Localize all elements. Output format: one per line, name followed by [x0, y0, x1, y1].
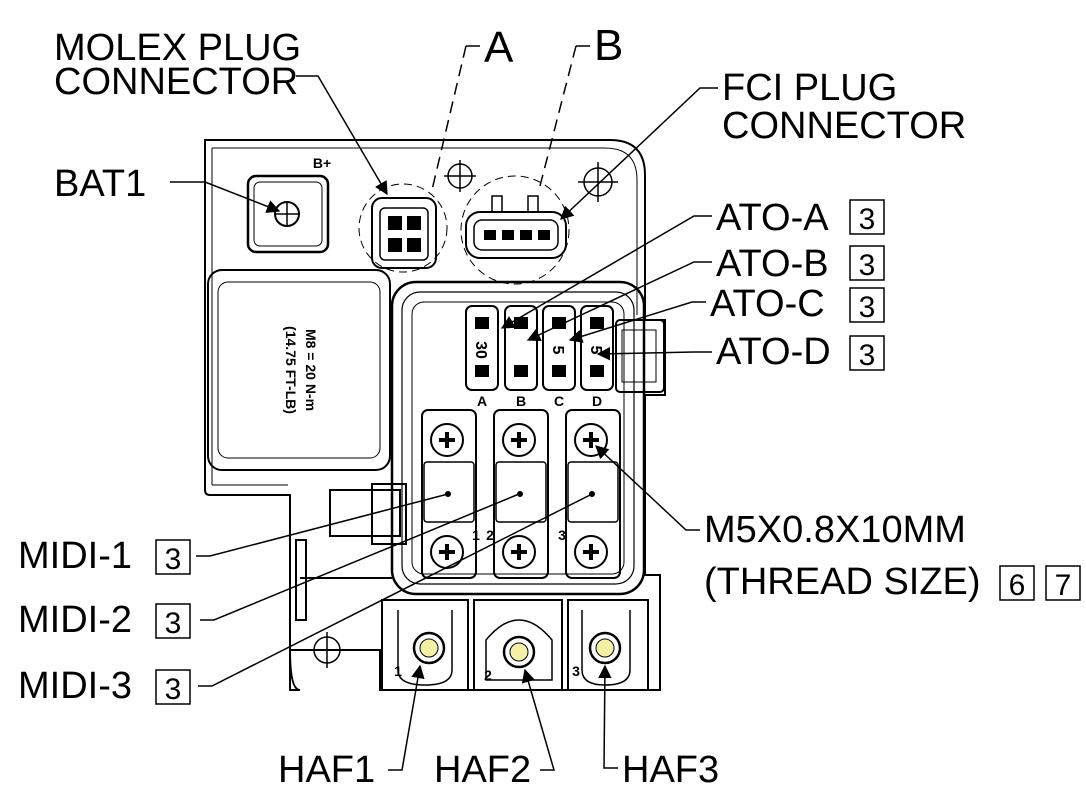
flag-ato-c: 3 [859, 291, 876, 324]
midi-2-label: MIDI-2 [18, 599, 132, 641]
fci-connector [460, 175, 570, 285]
midi-dots [445, 491, 595, 497]
haf-num-1: 1 [394, 663, 402, 679]
haf-num-3: 3 [572, 663, 580, 679]
fuse-a-rating: 30 [472, 341, 489, 359]
bat1-label: BAT1 [54, 163, 146, 205]
flag-thread-6: 6 [1009, 569, 1026, 602]
midi-num-3: 3 [558, 527, 566, 543]
molex-connector [358, 183, 448, 273]
flag-midi-3: 3 [165, 673, 182, 706]
flag-ato-d: 3 [859, 339, 876, 372]
midi-1-label: MIDI-1 [18, 535, 132, 577]
haf-position-marks: 1 2 3 [394, 663, 580, 683]
thread-label-line1: M5X0.8X10MM [704, 509, 966, 551]
torque-spec-line1: M8 = 20 N-m [303, 329, 319, 411]
ato-d-label: ATO-D [716, 331, 831, 373]
molex-label-line1: MOLEX PLUG [54, 27, 301, 69]
leader-lines [170, 45, 718, 771]
midi-3-label: MIDI-3 [18, 665, 132, 707]
callout-labels: MOLEX PLUG CONNECTOR A B FCI PLUG CONNEC… [18, 21, 981, 791]
fci-label-line2: CONNECTOR [722, 105, 966, 147]
ato-c-label: ATO-C [710, 283, 825, 325]
ato-fuse-ratings: 30 5 5 A B C D [472, 341, 604, 409]
thread-label-line2: (THREAD SIZE) [704, 561, 981, 603]
bat-polarity-mark: B+ [313, 155, 331, 171]
slot-a-mark: A [477, 393, 487, 409]
screw-heads [430, 423, 608, 569]
flag-midi-2: 3 [165, 607, 182, 640]
midi-num-2: 2 [486, 527, 494, 543]
note-flags: 3 3 3 3 3 3 3 6 7 [155, 199, 1081, 706]
ato-fuses [465, 305, 614, 391]
haf1-label: HAF1 [278, 749, 375, 787]
haf-terminals [381, 599, 649, 691]
fuse-d-rating: 5 [587, 346, 604, 355]
slot-b-mark: B [516, 393, 526, 409]
haf3-label: HAF3 [622, 749, 719, 787]
slot-d-mark: D [592, 393, 602, 409]
bat1-terminal: B+ [246, 155, 331, 254]
mounting-holes [309, 160, 618, 668]
flag-ato-b: 3 [859, 249, 876, 282]
screw-crosses [439, 432, 599, 560]
midi-fuses [421, 409, 621, 579]
housing-outline [204, 139, 666, 691]
ato-b-label: ATO-B [716, 243, 829, 285]
fci-label-line1: FCI PLUG [722, 67, 897, 109]
view-b-label: B [594, 21, 623, 70]
fuse-cavity [390, 280, 665, 596]
torque-plate: M8 = 20 N-m (14.75 FT-LB) [207, 269, 391, 471]
torque-spec-line2: (14.75 FT-LB) [283, 326, 299, 414]
haf2-label: HAF2 [434, 749, 531, 787]
flag-midi-1: 3 [165, 543, 182, 576]
ato-a-label: ATO-A [716, 197, 829, 239]
fuse-c-rating: 5 [549, 346, 566, 355]
slot-c-mark: C [554, 393, 564, 409]
haf-num-2: 2 [484, 667, 492, 683]
midi-num-1: 1 [472, 527, 480, 543]
flag-thread-7: 7 [1055, 569, 1072, 602]
flag-ato-a: 3 [859, 203, 876, 236]
molex-label-line2: CONNECTOR [54, 61, 298, 103]
view-a-label: A [484, 23, 514, 72]
midi-position-marks: 1 2 3 [472, 527, 566, 543]
